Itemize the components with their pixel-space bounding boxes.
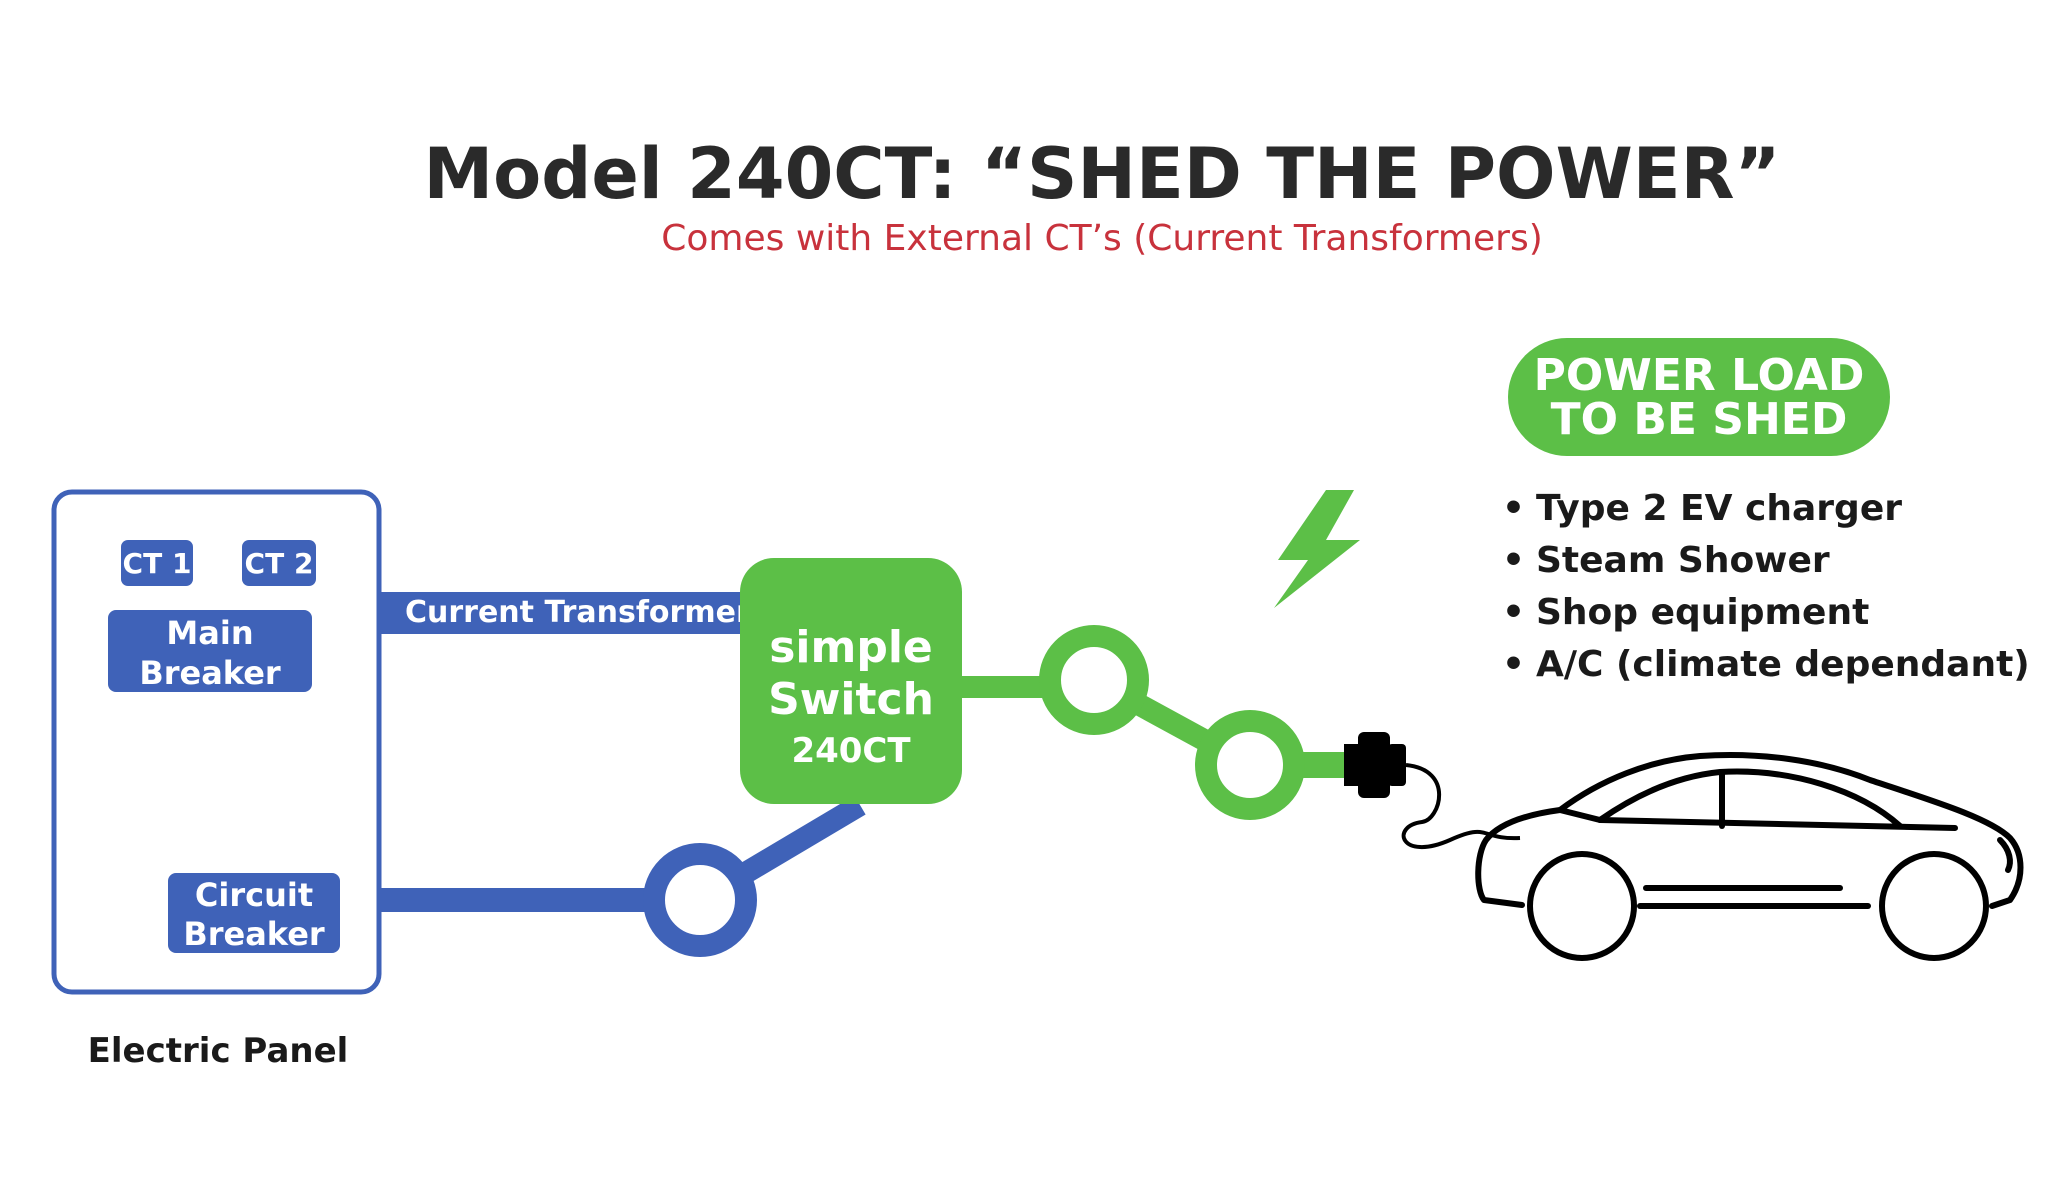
- circuit-breaker-block: [168, 873, 340, 953]
- charging-cable: [1401, 763, 1521, 850]
- circuit-breaker-label-2: Breaker: [183, 915, 325, 953]
- list-bullet: •: [1502, 488, 1525, 529]
- electric-panel: CT 1 CT 2 Main Breaker Circuit Breaker: [51, 489, 382, 995]
- load-list: • Type 2 EV charger • Steam Shower • Sho…: [1502, 488, 2030, 685]
- list-bullet: •: [1502, 592, 1525, 633]
- list-item: Steam Shower: [1536, 540, 1830, 581]
- list-item: Shop equipment: [1536, 592, 1869, 633]
- ct2-label: CT 2: [245, 547, 314, 580]
- list-item: Type 2 EV charger: [1536, 488, 1902, 529]
- output-node-1: [1039, 625, 1149, 735]
- ct2-badge: [242, 540, 316, 586]
- ct-wire: [378, 592, 748, 634]
- simple-switch-device: [740, 558, 962, 804]
- main-breaker-block: [108, 610, 312, 692]
- electric-panel-caption: Electric Panel: [88, 1031, 349, 1071]
- output-node-2: [1195, 710, 1305, 820]
- diagram-subtitle: Comes with External CT’s (Current Transf…: [661, 218, 1543, 259]
- circuit-breaker-label-1: Circuit: [195, 876, 313, 914]
- electric-car-icon: [1475, 752, 2024, 961]
- switch-label-1: simple: [769, 622, 933, 673]
- lightning-bolt-icon: [1274, 490, 1360, 608]
- input-node: [643, 843, 757, 957]
- main-breaker-label-2: Breaker: [139, 654, 281, 692]
- badge-line-2: TO BE SHED: [1551, 394, 1848, 445]
- switch-output-wire: [958, 676, 1058, 698]
- ct1-label: CT 1: [123, 547, 192, 580]
- switch-label-3: 240CT: [791, 731, 911, 771]
- list-bullet: •: [1502, 540, 1525, 581]
- list-item: A/C (climate dependant): [1536, 644, 2030, 685]
- badge-line-1: POWER LOAD: [1534, 350, 1865, 401]
- diagram-title: Model 240CT: “SHED THE POWER”: [423, 133, 1780, 215]
- switch-label-2: Switch: [768, 674, 934, 725]
- green-wiring: [958, 625, 1346, 820]
- ct1-badge: [121, 540, 193, 586]
- power-load-badge: [1508, 338, 1890, 456]
- main-breaker-label-1: Main: [166, 614, 253, 652]
- list-bullet: •: [1502, 644, 1525, 685]
- ct-wire-label: Current Transformers: [405, 595, 769, 630]
- blue-wiring: [378, 592, 866, 957]
- ev-plug-icon: [1344, 732, 1521, 850]
